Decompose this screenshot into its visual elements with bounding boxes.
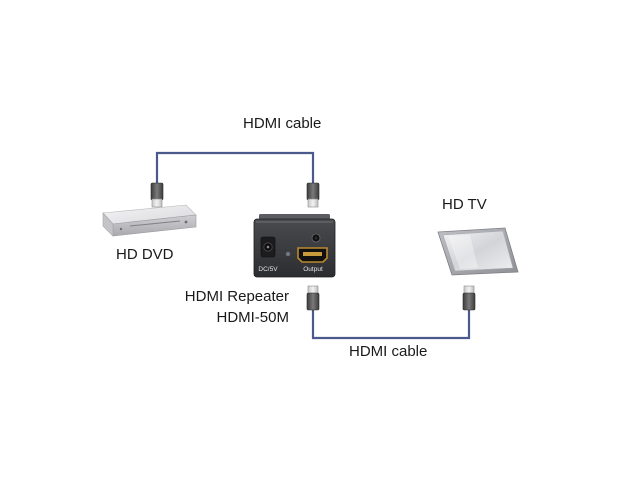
hdmi-connector-repeater-input xyxy=(306,182,320,208)
hd-dvd-player xyxy=(102,204,197,237)
hd-tv xyxy=(437,227,519,276)
cable-label-top: HDMI cable xyxy=(243,115,322,132)
device-label-hd-dvd: HD DVD xyxy=(116,246,174,263)
hdmi-repeater-device: DC/5V Output xyxy=(253,214,336,278)
hdmi-connector-dvd xyxy=(150,182,164,208)
cable-label-bottom: HDMI cable xyxy=(349,343,428,360)
device-label-hd-tv: HD TV xyxy=(442,196,487,213)
hdmi-cable-bottom xyxy=(311,305,471,340)
hdmi-connector-repeater-output xyxy=(306,285,320,311)
port-label-output: Output xyxy=(303,266,323,273)
hdmi-cable-top xyxy=(155,151,315,185)
port-label-dc: DC/5V xyxy=(258,266,278,273)
device-label-repeater-model: HDMI-50M xyxy=(216,309,289,326)
device-label-repeater-name: HDMI Repeater xyxy=(184,288,289,305)
hdmi-connector-tv xyxy=(462,285,476,311)
